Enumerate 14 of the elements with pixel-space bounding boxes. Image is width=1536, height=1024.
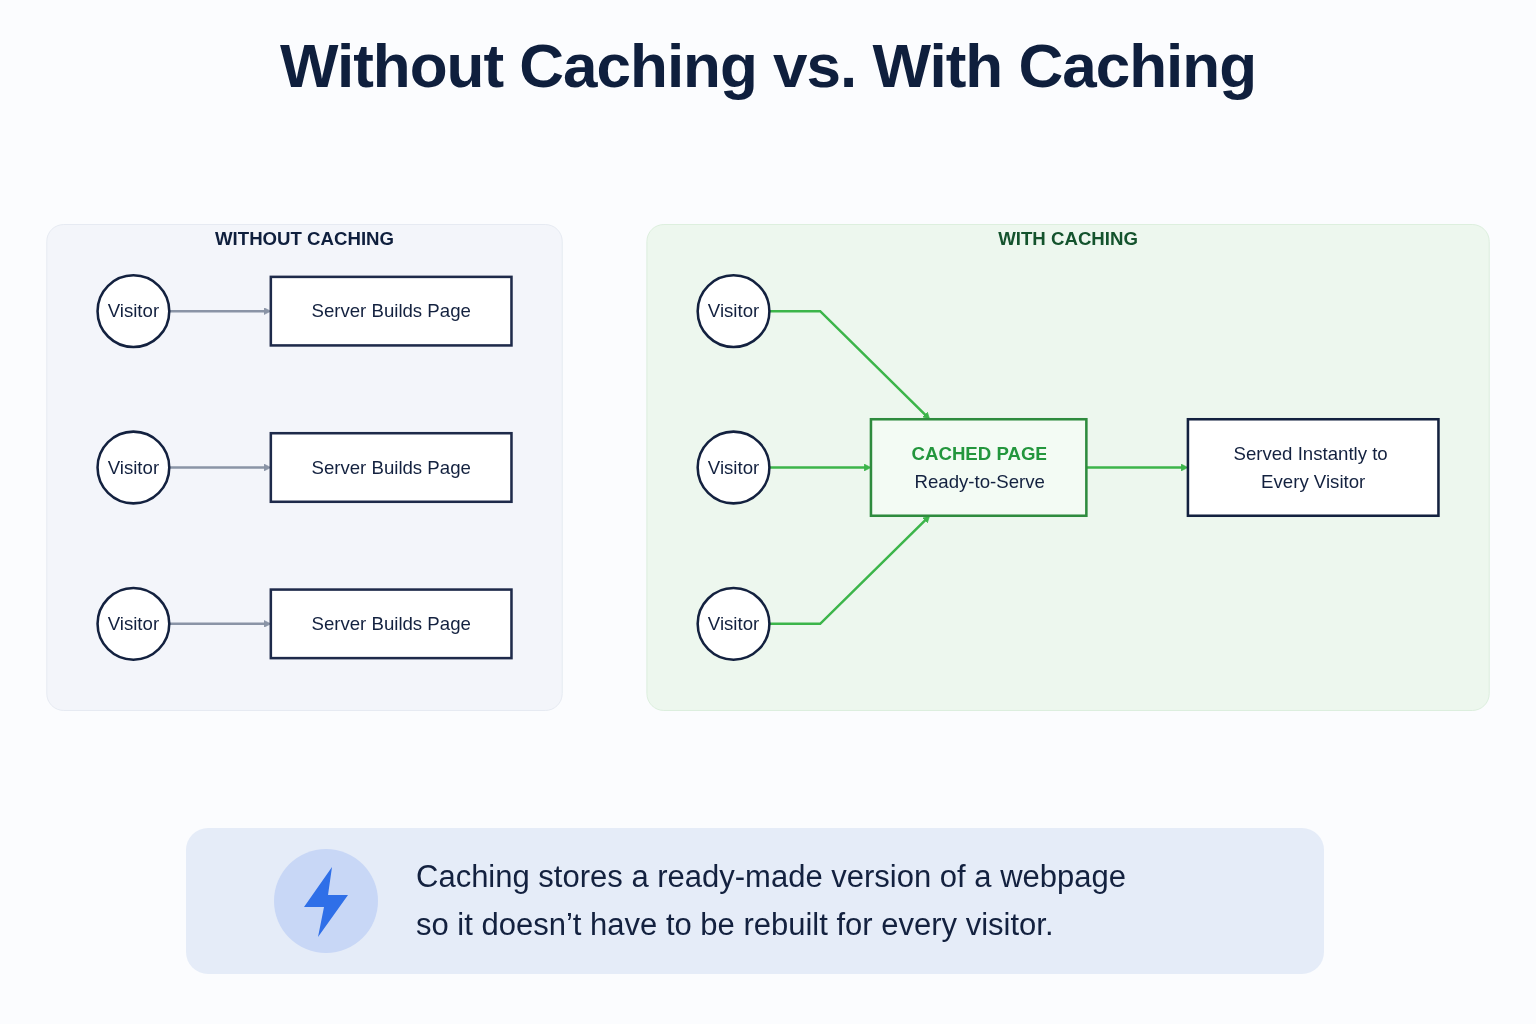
node-circle: Visitor: [96, 586, 171, 661]
node-circle: Visitor: [696, 274, 771, 349]
node-box: Server Builds Page: [269, 431, 513, 504]
node-circle: Visitor: [696, 430, 771, 505]
arrow: [769, 309, 931, 420]
arrow: [769, 515, 931, 626]
node-box: Server Builds Page: [269, 275, 513, 347]
node-circle: Visitor: [96, 430, 171, 505]
caption: Caching stores a ready-made version of a webpage so it doesn’t have to be rebuilt for every visitor.: [416, 858, 1127, 944]
node-circle: Visitor: [696, 586, 771, 661]
node-circle: Visitor: [96, 274, 171, 349]
node-box: Server Builds Page: [269, 588, 513, 660]
title: Without Caching vs. With Caching: [279, 30, 1257, 101]
node-box: Served Instantly to Every Visitor: [1186, 418, 1440, 517]
